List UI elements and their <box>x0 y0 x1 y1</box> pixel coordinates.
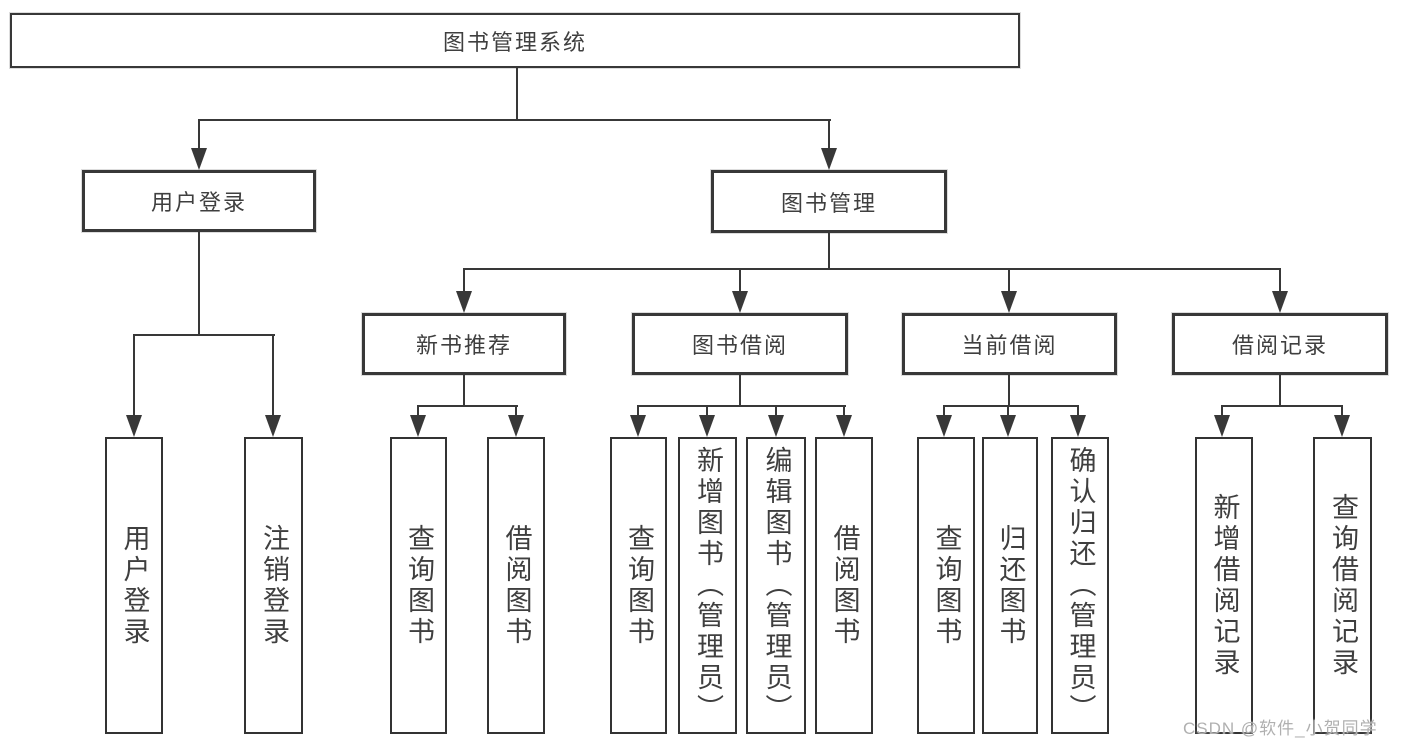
arrow-down-icon <box>508 415 524 437</box>
leaf-label: 新增图书（管理员） <box>693 446 723 725</box>
leaf-recommend-borrow-books: 借阅图书 <box>487 437 545 734</box>
arrow-down-icon <box>126 415 142 437</box>
node-label: 借阅记录 <box>1231 333 1328 358</box>
leaf-current-return-books: 归还图书 <box>982 437 1038 734</box>
leaf-recommend-query-books: 查询图书 <box>390 437 447 734</box>
node-label: 当前借阅 <box>961 333 1058 358</box>
arrow-down-icon <box>265 415 281 437</box>
arrow-down-icon <box>410 415 426 437</box>
connector-line <box>417 405 518 407</box>
connector-line <box>637 405 846 407</box>
arrow-down-icon <box>1214 415 1230 437</box>
leaf-label: 查询图书 <box>624 523 654 648</box>
arrow-down-icon <box>1000 415 1016 437</box>
connector-line <box>775 407 777 416</box>
node-current-borrowing: 当前借阅 <box>902 313 1117 375</box>
connector-line <box>417 407 419 416</box>
connector-line <box>843 407 845 416</box>
arrow-down-icon <box>456 291 472 313</box>
connector-line <box>739 270 741 292</box>
connector-line <box>943 407 945 416</box>
connector-line <box>1008 270 1010 292</box>
leaf-label: 新增借阅记录 <box>1209 492 1240 679</box>
arrow-down-icon <box>1334 415 1350 437</box>
leaf-borrowing-add-books-admin: 新增图书（管理员） <box>678 437 737 734</box>
leaf-logout-login: 注销登录 <box>244 437 303 734</box>
connector-line <box>272 336 274 416</box>
connector-line <box>463 270 465 292</box>
node-user-login: 用户登录 <box>82 170 316 232</box>
leaf-records-add-record: 新增借阅记录 <box>1195 437 1253 734</box>
leaf-label: 借阅图书 <box>501 523 532 648</box>
arrow-down-icon <box>1272 291 1288 313</box>
arrow-down-icon <box>936 415 952 437</box>
connector-line <box>1279 270 1281 292</box>
node-book-management: 图书管理 <box>711 170 947 233</box>
leaf-label: 用户登录 <box>119 523 150 648</box>
arrow-down-icon <box>630 415 646 437</box>
node-label: 新书推荐 <box>415 333 512 358</box>
node-label: 图书管理系统 <box>442 29 587 55</box>
arrow-down-icon <box>821 148 837 170</box>
connector-line <box>198 119 831 121</box>
connector-line <box>516 66 518 121</box>
leaf-records-query-record: 查询借阅记录 <box>1313 437 1372 734</box>
connector-line <box>943 405 1079 407</box>
connector-line <box>637 407 639 416</box>
arrow-down-icon <box>732 291 748 313</box>
leaf-user-login: 用户登录 <box>105 437 163 734</box>
connector-line <box>133 334 275 336</box>
connector-line <box>1221 405 1343 407</box>
connector-line <box>198 232 200 336</box>
leaf-borrowing-borrow-books: 借阅图书 <box>815 437 873 734</box>
connector-line <box>1341 407 1343 416</box>
leaf-label: 注销登录 <box>259 523 289 648</box>
leaf-label: 查询借阅记录 <box>1328 492 1358 679</box>
connector-line <box>463 268 1281 270</box>
csdn-watermark: CSDN @软件_小贺同学 <box>1183 719 1378 738</box>
leaf-label: 查询图书 <box>404 523 434 648</box>
node-new-book-recommendation: 新书推荐 <box>362 313 566 375</box>
leaf-label: 查询图书 <box>931 523 962 648</box>
node-root-library-management-system: 图书管理系统 <box>10 13 1020 68</box>
leaf-current-query-books: 查询图书 <box>917 437 975 734</box>
connector-line <box>828 233 830 270</box>
node-label: 图书借阅 <box>691 333 788 358</box>
arrow-down-icon <box>1001 291 1017 313</box>
leaf-label: 确认归还（管理员） <box>1065 446 1096 725</box>
node-label: 图书管理 <box>780 190 877 216</box>
connector-line <box>1008 375 1010 407</box>
connector-line <box>515 407 517 416</box>
node-label: 用户登录 <box>150 190 247 215</box>
leaf-label: 编辑图书（管理员） <box>761 446 792 725</box>
connector-line <box>1077 407 1079 416</box>
arrow-down-icon <box>699 415 715 437</box>
connector-line <box>463 375 465 407</box>
connector-line <box>1279 375 1281 407</box>
connector-line <box>1007 407 1009 416</box>
connector-line <box>1221 407 1223 416</box>
connector-line <box>828 121 830 150</box>
arrow-down-icon <box>1070 415 1086 437</box>
node-book-borrowing: 图书借阅 <box>632 313 848 375</box>
arrow-down-icon <box>191 148 207 170</box>
leaf-label: 借阅图书 <box>829 523 860 648</box>
node-borrowing-records: 借阅记录 <box>1172 313 1388 375</box>
leaf-label: 归还图书 <box>995 523 1026 648</box>
connector-line <box>198 121 200 150</box>
connector-line <box>739 375 741 407</box>
leaf-current-confirm-return-admin: 确认归还（管理员） <box>1051 437 1109 734</box>
arrow-down-icon <box>768 415 784 437</box>
connector-line <box>706 407 708 416</box>
arrow-down-icon <box>836 415 852 437</box>
leaf-borrowing-query-books: 查询图书 <box>610 437 667 734</box>
leaf-borrowing-edit-books-admin: 编辑图书（管理员） <box>746 437 806 734</box>
connector-line <box>133 336 135 416</box>
